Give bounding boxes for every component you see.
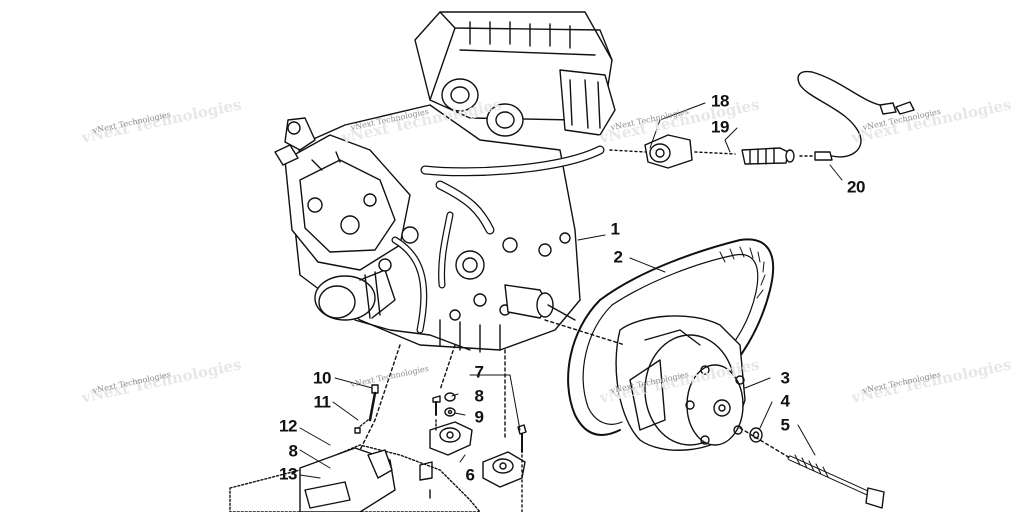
callout-4[interactable]: 4: [780, 391, 790, 411]
stud-hardware-drawing: [354, 384, 379, 434]
callout-19[interactable]: 19: [711, 117, 729, 137]
callout-7[interactable]: 7: [474, 362, 484, 382]
callout-12[interactable]: 12: [279, 416, 297, 436]
callout-2[interactable]: 2: [613, 247, 623, 267]
callout-8b[interactable]: 8: [288, 441, 298, 461]
callout-10[interactable]: 10: [313, 368, 331, 388]
drive-belt-drawing: [567, 238, 775, 436]
engine-mount-drawing: [429, 421, 526, 488]
callout-11[interactable]: 11: [313, 392, 331, 412]
callout-13[interactable]: 13: [279, 464, 297, 484]
thermostat-housing-drawing: [609, 134, 736, 169]
callout-5[interactable]: 5: [780, 415, 790, 435]
clutch-bolt-drawing: [739, 427, 885, 509]
callout-9[interactable]: 9: [474, 407, 484, 427]
callout-6[interactable]: 6: [465, 465, 475, 485]
callout-20[interactable]: 20: [847, 177, 865, 197]
temperature-sensor-drawing: [797, 70, 915, 161]
callout-1[interactable]: 1: [610, 219, 620, 239]
callout-8[interactable]: 8: [474, 386, 484, 406]
callout-18[interactable]: 18: [711, 91, 729, 111]
engine-drawing: [274, 11, 616, 353]
thermostat-drawing: [741, 147, 795, 165]
leader-lines: [299, 102, 843, 479]
drive-clutch-drawing: [544, 315, 746, 451]
callout-3[interactable]: 3: [780, 368, 790, 388]
